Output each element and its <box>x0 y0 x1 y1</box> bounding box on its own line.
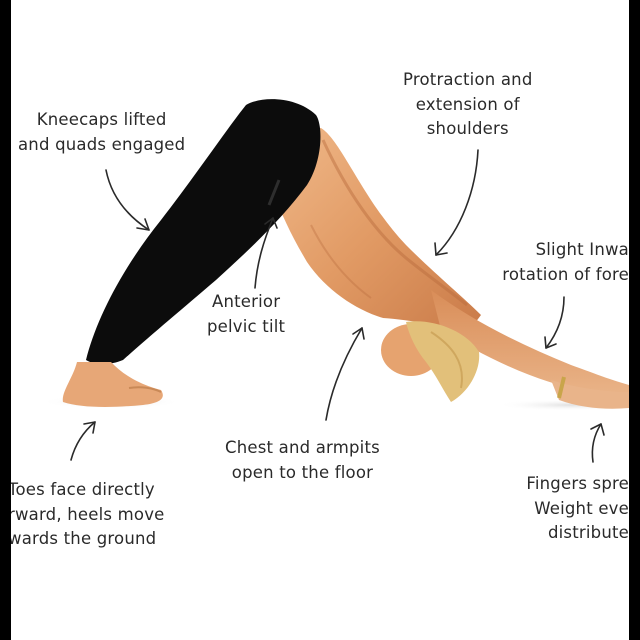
label-chest: Chest and armpits open to the floor <box>225 438 380 482</box>
figure-illustration <box>41 99 629 463</box>
arrow-fingers-head <box>590 423 605 436</box>
back-shading <box>321 139 468 307</box>
torso <box>273 128 481 335</box>
arrow-kneecaps-head <box>136 218 150 231</box>
arrow-kneecaps <box>105 169 150 231</box>
leggings <box>86 99 321 365</box>
label-pelvic: Anterior pelvic tilt <box>207 292 286 336</box>
foot <box>62 362 163 407</box>
arrow-pelvic-head <box>264 217 278 229</box>
arrow-chest <box>325 327 363 421</box>
leggings-fold <box>267 179 281 206</box>
label-shoulders: Protraction and extension of shoulders <box>403 70 533 138</box>
label-forearms: Slight Inwa rotation of fore <box>502 240 629 284</box>
hair-shading <box>430 331 463 389</box>
arrow-fingers <box>591 423 602 463</box>
yoga-pose-diagram: Kneecaps lifted and quads engaged Protra… <box>11 0 629 640</box>
arrow-toes <box>70 421 96 461</box>
arrow-forearms <box>545 296 565 349</box>
ribs-shading <box>310 224 372 299</box>
arm <box>431 290 629 400</box>
arrow-toes-head <box>83 421 96 434</box>
bracelet <box>557 376 566 399</box>
arrow-pelvic <box>254 217 274 289</box>
label-toes: Toes face directly rward, heels move war… <box>11 480 165 548</box>
hand <box>551 380 629 409</box>
arrow-shoulders-head <box>434 242 448 256</box>
label-kneecaps: Kneecaps lifted and quads engaged <box>18 110 186 154</box>
toes <box>128 386 162 393</box>
arrow-chest-head <box>352 327 365 340</box>
arrow-forearms-head <box>544 336 557 349</box>
label-fingers: Fingers spre Weight eve distribute <box>526 474 629 542</box>
arrow-shoulders <box>435 149 479 256</box>
